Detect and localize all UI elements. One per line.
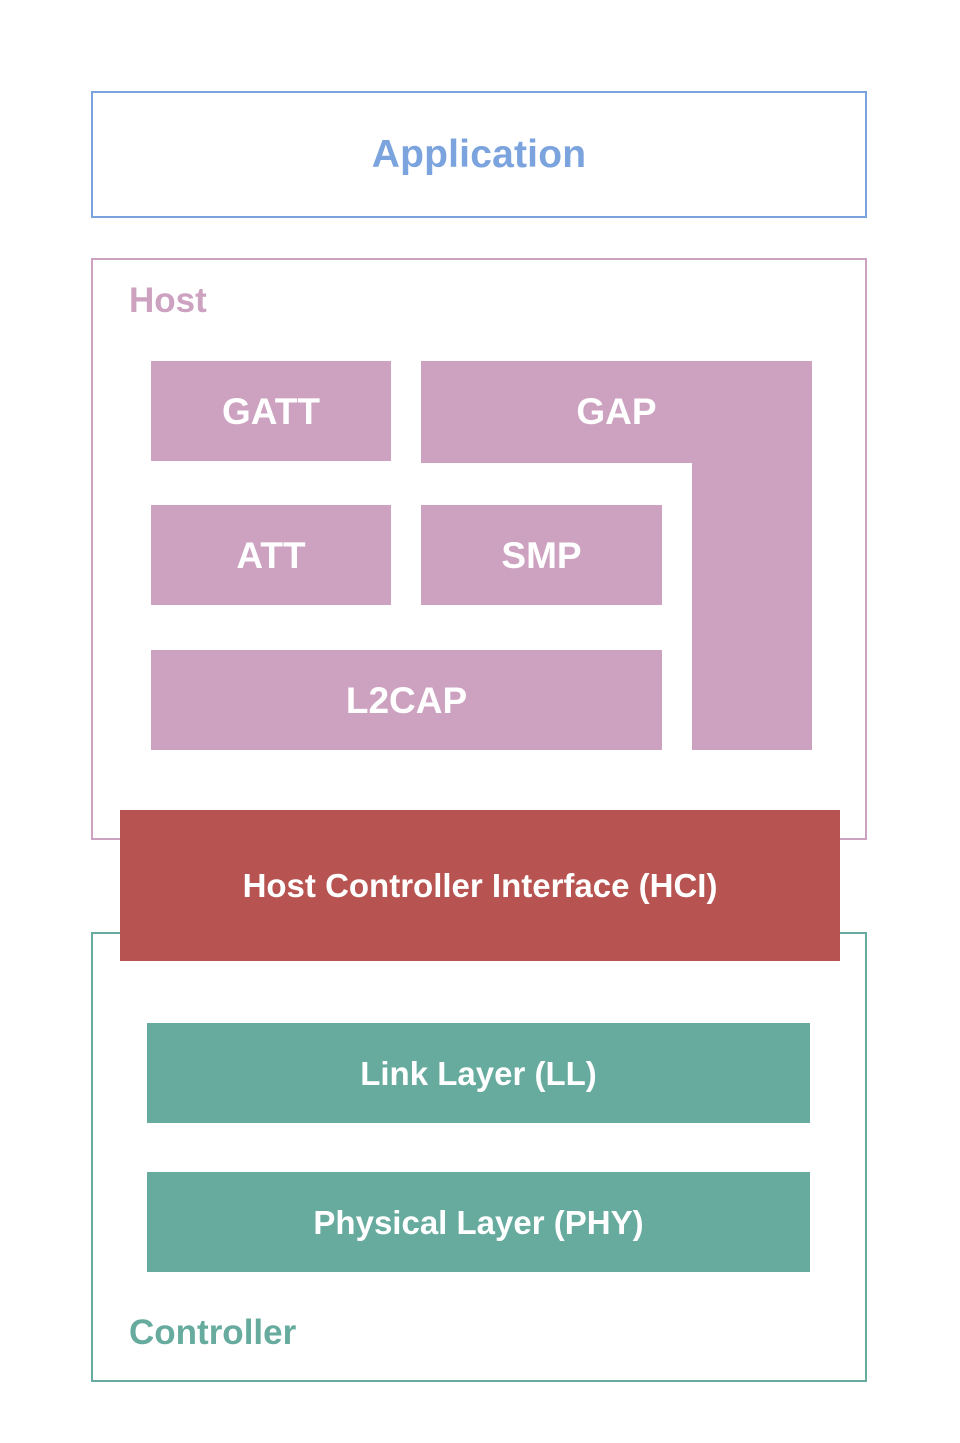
application-label: Application (371, 133, 587, 176)
physical-layer-block: Physical Layer (PHY) (147, 1172, 810, 1272)
smp-block: SMP (421, 505, 662, 605)
gap-block-label: GAP (576, 390, 657, 432)
gap-block-shape (421, 361, 812, 750)
controller-label: Controller (129, 1313, 297, 1352)
application-box: Application (91, 91, 867, 218)
link-layer-block: Link Layer (LL) (147, 1023, 810, 1123)
l2cap-block: L2CAP (151, 650, 662, 750)
gatt-block: GATT (151, 361, 391, 461)
hci-block: Host Controller Interface (HCI) (120, 810, 840, 961)
host-label: Host (129, 281, 207, 320)
att-block: ATT (151, 505, 391, 605)
controller-box (91, 932, 867, 1382)
